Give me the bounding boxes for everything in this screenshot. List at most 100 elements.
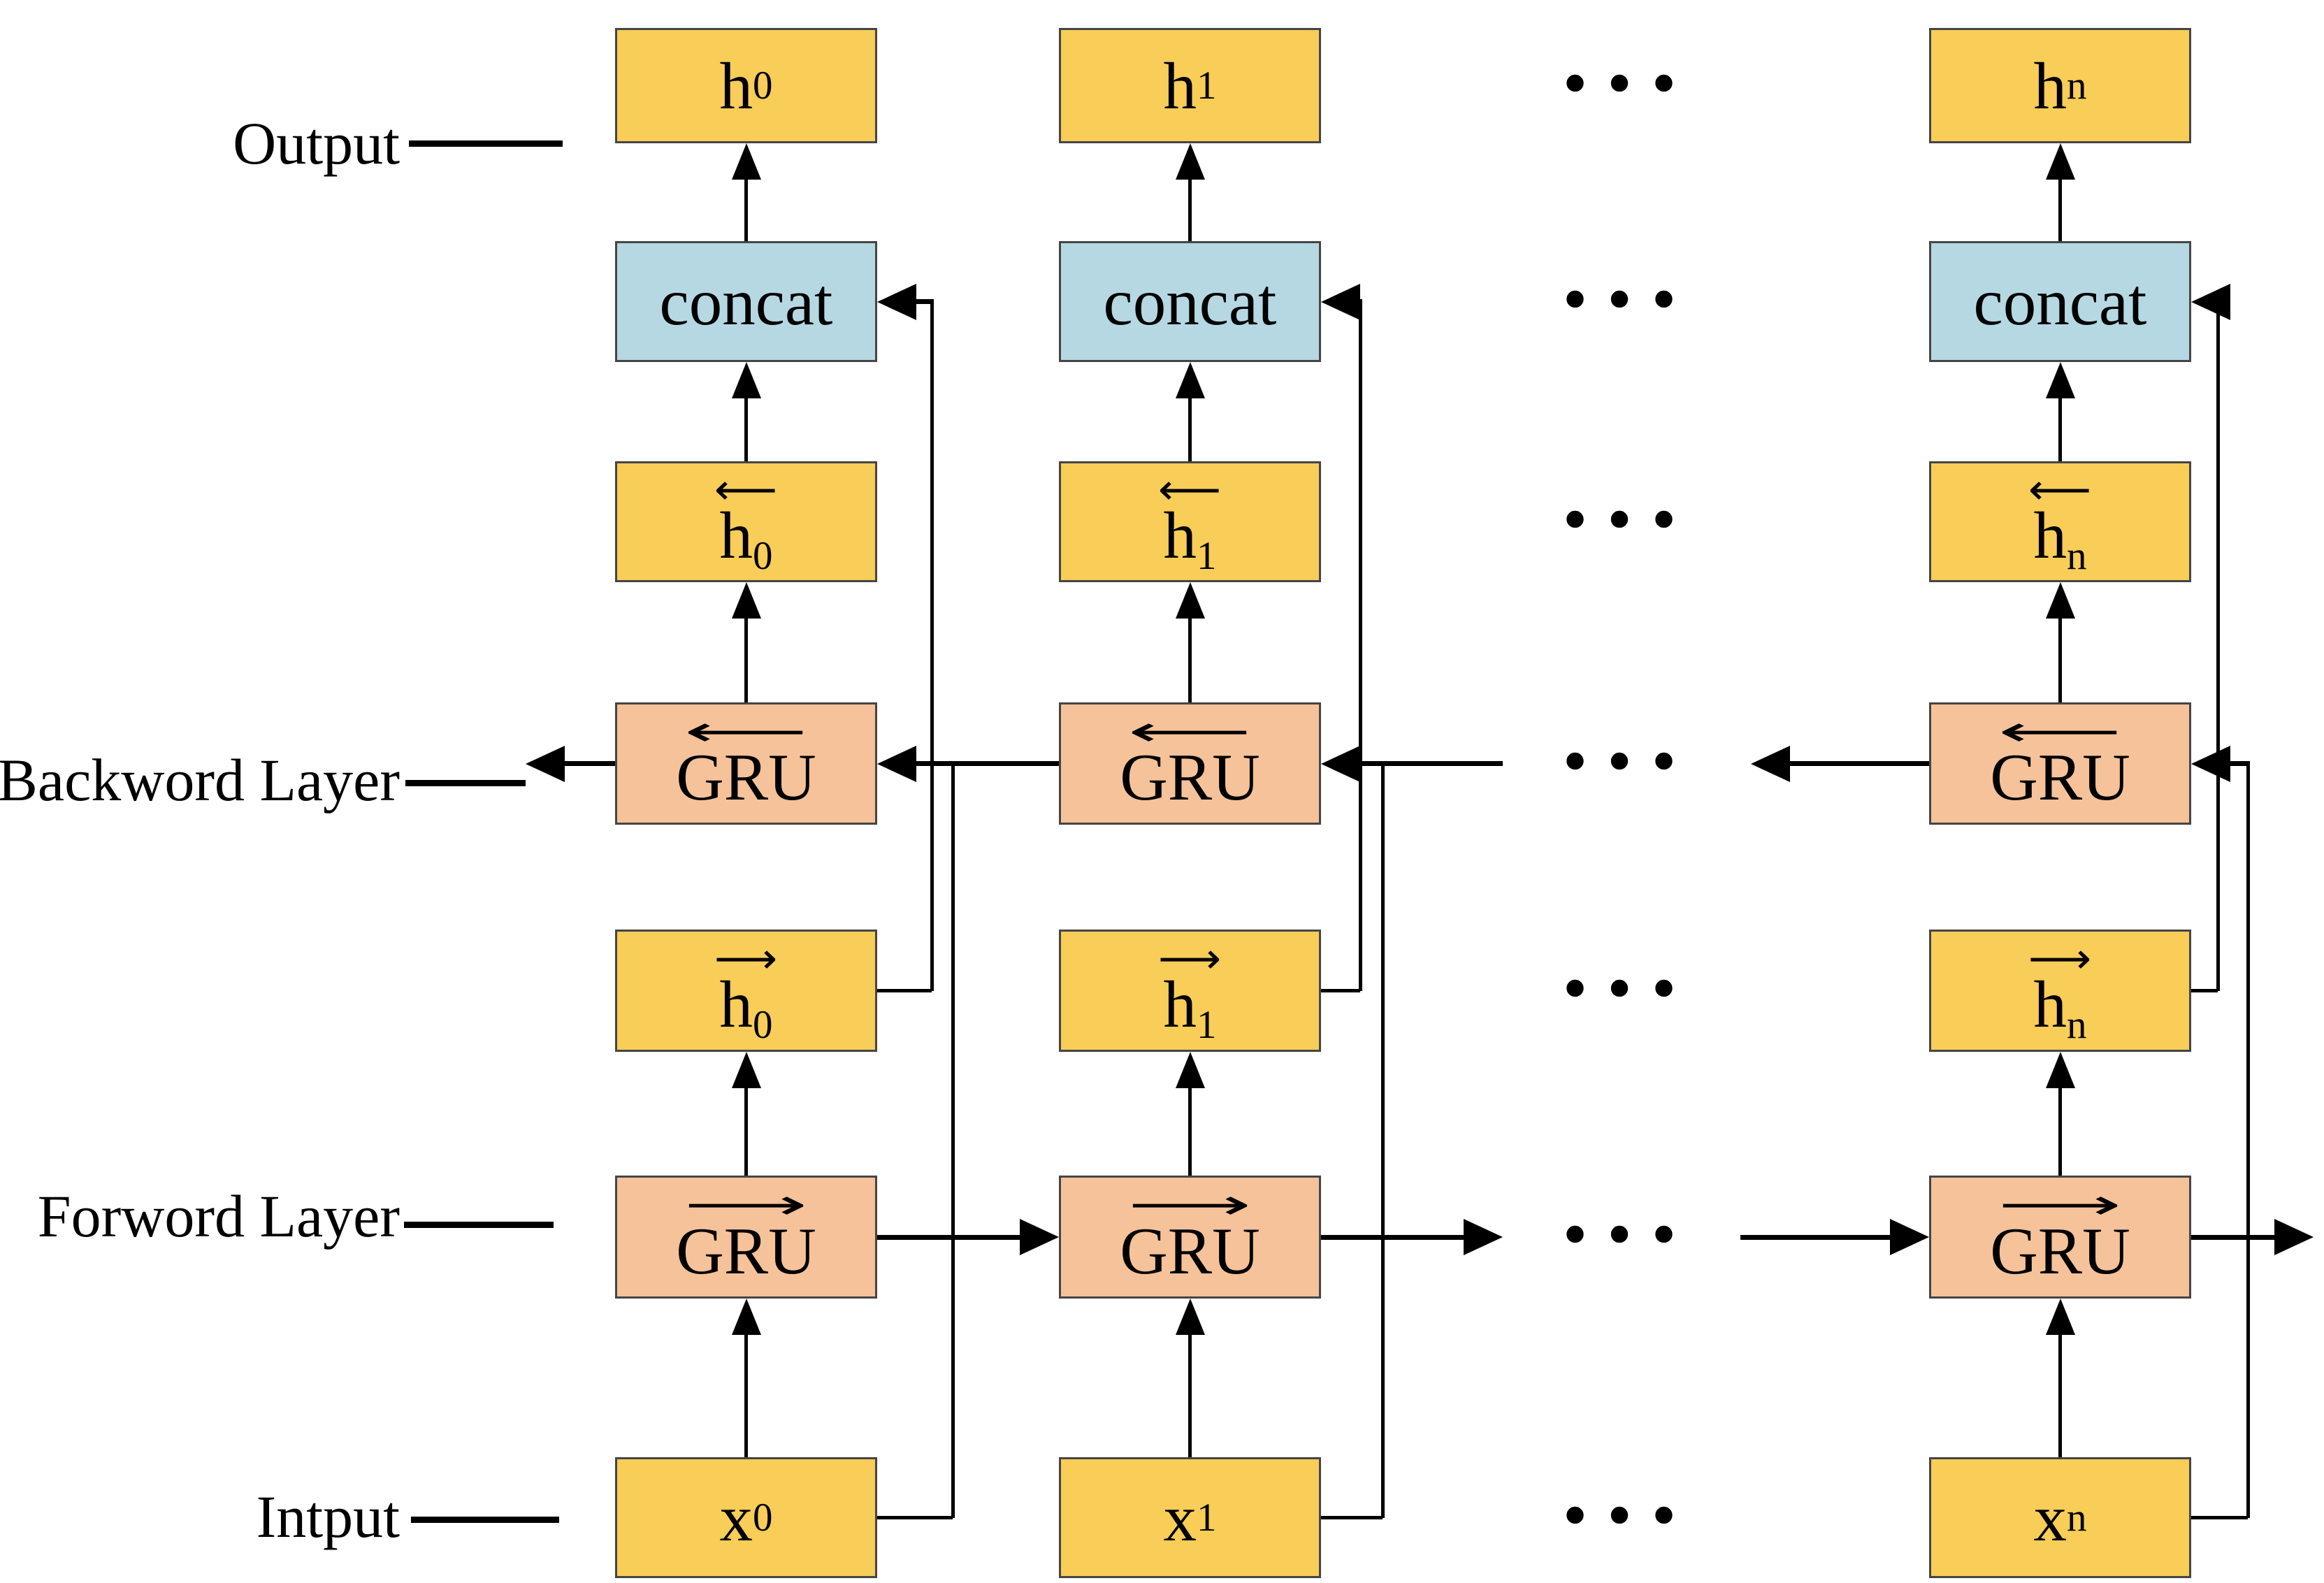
ellipsis-dots: ... [1561, 433, 1696, 549]
ellipsis-dots: ... [1561, 902, 1696, 1018]
subscript: n [2066, 1003, 2087, 1048]
forward-chain-arrow-dots-ton-shaft [1740, 1234, 1898, 1240]
input-to-backward-gru-riser [1380, 762, 1385, 1518]
forward-hidden-to-concat-riser [2216, 300, 2220, 991]
concat-input-arrow-shaft [908, 299, 934, 304]
gru-label: GRU [1120, 740, 1260, 815]
forward-chain-arrow-1-out-head [1464, 1219, 1503, 1255]
gru-to-backward-hidden-arrow-head [2045, 582, 2075, 619]
concat-to-output-arrow-head [2045, 143, 2075, 180]
input-to-forward-gru-arrow-shaft [2058, 1329, 2062, 1457]
gru-label: GRU [1120, 1213, 1260, 1288]
backward-gru-box: ⟵GRU [1059, 702, 1321, 825]
concat-label: concat [1973, 264, 2147, 339]
left-vector-arrow-icon: ⟵ [714, 465, 778, 514]
forward-hidden-to-concat-riser [1358, 300, 1362, 991]
backward-chain-arrow-dots-to1-shaft [1352, 761, 1503, 766]
hidden-letter: h [719, 967, 753, 1042]
vector-text: h0 [719, 971, 772, 1045]
gru-to-forward-hidden-arrow-head [731, 1052, 761, 1088]
input-label-connector [411, 1516, 559, 1523]
forward-gru-box: ⟶GRU [1059, 1176, 1321, 1299]
vector-text: h1 [1163, 971, 1216, 1045]
backward-layer-label-connector [405, 779, 526, 786]
right-vector-arrow-icon: ⟶ [684, 1180, 808, 1230]
forward-hidden-box: ⟶h0 [615, 930, 877, 1052]
subscript: 0 [752, 1003, 773, 1048]
concat-to-output-arrow-shaft [1188, 174, 1192, 241]
vector-label: ⟶h0 [714, 934, 778, 1045]
forward-layer-label: Forword Layer [37, 1183, 400, 1250]
gru-label: GRU [676, 1213, 816, 1288]
backward-hidden-box: ⟵h1 [1059, 461, 1321, 582]
forward-hidden-output-stub [1321, 989, 1360, 992]
right-vector-arrow-icon: ⟶ [1128, 1180, 1252, 1230]
forward-hidden-box: ⟶hn [1929, 930, 2191, 1052]
gru-to-forward-hidden-arrow-shaft [1188, 1083, 1192, 1176]
right-vector-arrow-icon: ⟶ [1998, 1180, 2122, 1230]
hidden-letter: h [1163, 48, 1197, 123]
left-vector-arrow-icon: ⟵ [1158, 465, 1222, 514]
gru-to-backward-hidden-arrow-shaft [2058, 613, 2062, 702]
subscript: 0 [752, 534, 773, 579]
hidden-to-concat-arrow-shaft [1188, 393, 1192, 461]
ellipsis-dots: ... [1561, 1148, 1696, 1264]
forward-hidden-output-stub [877, 989, 932, 992]
concat-input-arrow-head [2191, 283, 2230, 320]
forward-layer-label-connector [404, 1221, 554, 1228]
gru-to-forward-hidden-arrow-shaft [2058, 1083, 2062, 1176]
input-to-forward-gru-arrow-head [731, 1299, 761, 1335]
forward-chain-arrow-1-out-shaft [1321, 1234, 1472, 1240]
concat-to-output-arrow-shaft [2058, 174, 2062, 241]
input-letter: x [2033, 1480, 2067, 1555]
forward-chain-arrow-0to1-head [1020, 1219, 1059, 1255]
input-to-forward-gru-arrow-head [2045, 1299, 2075, 1335]
forward-chain-arrow-0to1-shaft [877, 1234, 1028, 1240]
hidden-letter: h [1163, 498, 1197, 573]
vector-text: GRU [1990, 744, 2130, 811]
backward-input-arrow-n-shaft [2222, 761, 2250, 766]
backward-exit-arrow-shaft [556, 761, 615, 766]
forward-gru-box: ⟶GRU [615, 1176, 877, 1299]
hidden-letter: h [719, 48, 753, 123]
backward-hidden-box: ⟵hn [1929, 461, 2191, 582]
concat-box: concat [1929, 241, 2191, 362]
vector-text: GRU [1990, 1217, 2130, 1284]
concat-box: concat [1059, 241, 1321, 362]
subscript: n [2066, 534, 2087, 579]
hidden-to-concat-arrow-shaft [744, 393, 748, 461]
vector-text: GRU [1120, 744, 1260, 811]
hidden-letter: h [2033, 48, 2067, 123]
forward-gru-box: ⟶GRU [1929, 1176, 2191, 1299]
hidden-to-concat-arrow-head [1175, 362, 1205, 398]
ellipsis-dots: ... [1561, 1429, 1696, 1545]
hidden-letter: h [2033, 498, 2067, 573]
right-vector-arrow-icon: ⟶ [714, 934, 778, 983]
backward-chain-arrow-n-out-head [1751, 745, 1790, 782]
vector-text: GRU [676, 744, 816, 811]
gru-to-forward-hidden-arrow-shaft [744, 1083, 748, 1176]
vector-label: ⟵GRU [1990, 707, 2130, 811]
vector-label: ⟵hn [2028, 469, 2091, 576]
input-to-forward-gru-arrow-shaft [1188, 1329, 1192, 1457]
concat-label: concat [1103, 264, 1277, 339]
left-vector-arrow-icon: ⟵ [1998, 707, 2122, 756]
hidden-to-concat-arrow-head [731, 362, 761, 398]
ellipsis-dots: ... [1561, 212, 1696, 329]
input-letter: x [719, 1480, 753, 1555]
gru-label: GRU [1990, 1213, 2130, 1288]
forward-exit-arrow-shaft [2191, 1234, 2283, 1240]
vector-label: ⟶GRU [676, 1180, 816, 1284]
concat-to-output-arrow-shaft [744, 174, 748, 241]
concat-input-arrow-head [1321, 283, 1360, 320]
input-letter: x [1163, 1480, 1197, 1555]
hidden-to-concat-arrow-shaft [2058, 393, 2062, 461]
hidden-letter: h [1163, 967, 1197, 1042]
input-output-stub [877, 1516, 953, 1519]
concat-to-output-arrow-head [731, 143, 761, 180]
concat-to-output-arrow-head [1175, 143, 1205, 180]
